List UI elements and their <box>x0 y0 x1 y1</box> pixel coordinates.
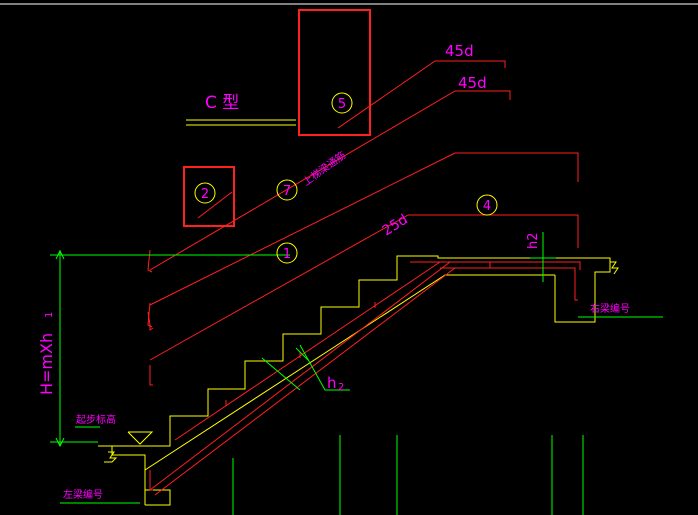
h2-label-mid: h <box>327 374 337 392</box>
rebar-1 <box>149 365 153 386</box>
right-break-mark <box>610 261 619 275</box>
rebar-4 <box>455 152 579 182</box>
rebar-45d-b <box>149 90 511 271</box>
left-beam-label: 左梁编号 <box>63 488 103 501</box>
length-45d-a: 45d <box>445 42 474 60</box>
h2-label-top: h2 <box>526 232 541 249</box>
marker-4-circle <box>476 194 498 216</box>
slab-ticks <box>225 262 491 406</box>
rebar-group <box>147 60 581 496</box>
start-level-triangle <box>127 431 154 445</box>
height-arrow-top <box>55 249 65 260</box>
hook-a <box>147 249 153 273</box>
markers <box>194 92 498 264</box>
rebar-7-bar <box>149 152 456 306</box>
marker-7-label: 7 <box>283 184 291 199</box>
rebar-2 <box>197 191 233 219</box>
stair-soffit <box>144 274 555 505</box>
hook-b <box>147 302 153 328</box>
marker-1-label: 1 <box>283 247 291 262</box>
left-landing <box>111 446 146 470</box>
top-bar-a <box>174 261 441 441</box>
right-beam-label: 右梁编号 <box>590 302 630 315</box>
length-45d-b: 45d <box>458 74 487 92</box>
marker-2-label: 2 <box>201 187 209 202</box>
rebar-7-note: 上梯梁通筋 <box>300 149 348 189</box>
h2-tick-mid-a <box>261 357 301 391</box>
stair-outline <box>98 255 619 506</box>
left-break-mark <box>104 451 118 463</box>
h2-label-mid-sub: 2 <box>338 382 344 393</box>
h2-tick-mid-b <box>295 347 309 361</box>
marker-1-circle <box>276 242 298 264</box>
bottom-hook-left <box>149 470 153 491</box>
marker-labels: 5 2 7 1 4 <box>201 97 491 262</box>
bottom-bar-b <box>154 267 456 496</box>
h2-leader-mid <box>299 344 350 391</box>
rebar-5-box <box>298 9 371 136</box>
height-arrow-bottom <box>55 437 65 448</box>
left-beam <box>145 489 171 506</box>
rebar-25d <box>408 214 579 248</box>
height-formula-sub: 1 <box>44 312 55 318</box>
marker-2-circle <box>194 182 216 204</box>
marker-4-label: 4 <box>483 199 491 214</box>
c-type-sample <box>186 119 296 126</box>
stair-steps <box>112 255 611 447</box>
top-landing-bar <box>410 261 581 270</box>
bottom-bar-a <box>149 261 451 491</box>
start-elevation-label: 起步标高 <box>76 413 116 426</box>
marker-5-label: 5 <box>338 97 346 112</box>
marker-5-circle <box>331 92 353 114</box>
dimension-lines <box>50 232 663 515</box>
rebar-5 <box>337 60 506 129</box>
rebar-2-box <box>183 166 235 227</box>
top-landing-bar-2 <box>440 267 578 301</box>
marker-7-circle <box>276 179 298 201</box>
rebar-1-bar <box>149 214 409 361</box>
text-labels: C 型 45d 45d 25d 上梯梁通筋 H=mXh 1 h2 h 2 起步标… <box>37 42 630 501</box>
c-type-label: C 型 <box>205 93 239 113</box>
height-formula: H=mXh <box>37 333 56 395</box>
